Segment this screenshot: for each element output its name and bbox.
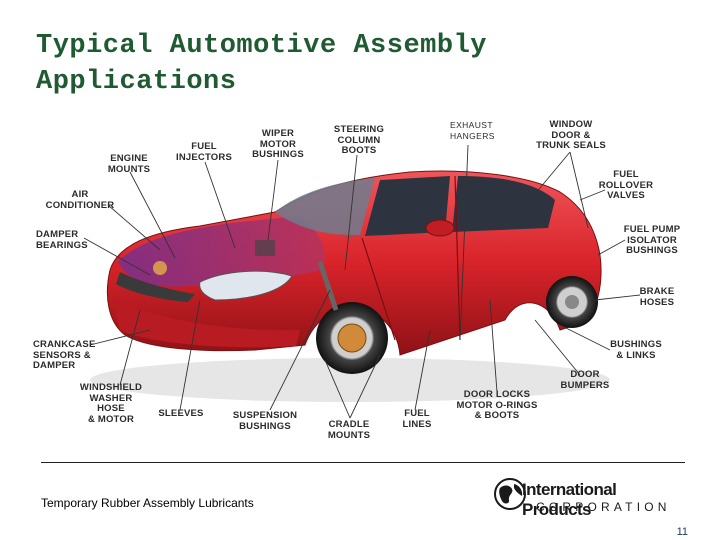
- company-logo: International Products CORPORATION: [492, 472, 688, 519]
- label-steering-column-boots: STEERING COLUMN BOOTS: [333, 124, 385, 156]
- front-grille: [116, 272, 195, 302]
- label-fuel-rollover-valves: FUEL ROLLOVER VALVES: [598, 169, 654, 201]
- footer-divider: [41, 462, 685, 463]
- label-brake-hoses: BRAKE HOSES: [639, 286, 675, 308]
- front-brake-rotor: [337, 323, 367, 353]
- label-fuel-pump-isolator-bushings: FUEL PUMP ISOLATOR BUSHINGS: [623, 224, 681, 256]
- door-seam-front: [361, 237, 396, 341]
- leader-line: [83, 237, 151, 276]
- leader-line: [529, 151, 571, 201]
- leader-line: [344, 154, 358, 271]
- logo-wordmark-line2: CORPORATION: [536, 500, 671, 514]
- label-exhaust-hangers: EXHAUST HANGERS: [450, 120, 495, 141]
- leader-line: [119, 309, 141, 386]
- leader-line: [269, 289, 331, 411]
- label-suspension-bushings: SUSPENSION BUSHINGS: [232, 410, 298, 432]
- label-crankcase-sensors-damper: CRANKCASE SENSORS & DAMPER: [33, 339, 96, 371]
- leader-lines: [83, 144, 641, 419]
- label-door-locks-motor-orings-boots: DOOR LOCKS MOTOR O-RINGS & BOOTS: [456, 389, 538, 421]
- leader-line: [267, 159, 279, 241]
- door-seam: [454, 175, 461, 341]
- rear-door-window: [452, 176, 555, 232]
- footer-text: Temporary Rubber Assembly Lubricants: [41, 496, 254, 510]
- label-damper-bearings: DAMPER BEARINGS: [36, 229, 88, 251]
- page-number: 11: [676, 526, 688, 538]
- logo-wordmark-line1: International Products: [522, 480, 617, 519]
- label-fuel-injectors: FUEL INJECTORS: [176, 141, 232, 163]
- engine-component: [255, 240, 275, 256]
- leader-line: [569, 151, 589, 229]
- globe-icon: [494, 478, 526, 510]
- label-cradle-mounts: CRADLE MOUNTS: [327, 419, 371, 441]
- leader-line: [324, 359, 351, 419]
- leader-line: [579, 189, 606, 201]
- leader-line: [89, 329, 151, 346]
- label-window-door-trunk-seals: WINDOW DOOR & TRUNK SEALS: [536, 119, 606, 151]
- leader-line: [459, 144, 469, 341]
- slide-title: Typical Automotive Assembly Applications: [36, 31, 487, 97]
- front-bumper: [112, 296, 300, 348]
- label-windshield-washer-hose-motor: WINDSHIELD WASHER HOSE & MOTOR: [79, 382, 143, 425]
- label-fuel-lines: FUEL LINES: [402, 408, 432, 430]
- leader-line: [594, 294, 641, 301]
- leader-line: [204, 161, 236, 249]
- label-bushings-links: BUSHINGS & LINKS: [610, 339, 662, 361]
- leader-line: [349, 354, 381, 419]
- suspension-strut: [317, 261, 339, 311]
- leader-line: [559, 324, 611, 351]
- rear-wheel-hub: [565, 295, 579, 309]
- headlight: [199, 270, 293, 301]
- label-air-conditioner: AIR CONDITIONER: [45, 189, 115, 211]
- label-engine-mounts: ENGINE MOUNTS: [107, 153, 151, 175]
- leader-line: [414, 329, 431, 411]
- engine-bay-cutaway: [118, 216, 325, 287]
- engine-component: [153, 261, 167, 275]
- front-door-window: [365, 176, 450, 236]
- leader-line: [597, 239, 626, 256]
- car-shadow: [90, 358, 610, 402]
- leader-line: [107, 204, 161, 251]
- leader-line: [179, 299, 201, 411]
- label-door-bumpers: DOOR BUMPERS: [560, 369, 610, 391]
- side-mirror: [425, 219, 455, 237]
- label-sleeves: SLEEVES: [158, 408, 204, 419]
- label-wiper-motor-bushings: WIPER MOTOR BUSHINGS: [252, 128, 304, 160]
- leader-line: [129, 171, 176, 259]
- car-cutaway-illustration: [83, 144, 641, 419]
- leader-line: [534, 319, 581, 376]
- leader-line: [489, 299, 498, 393]
